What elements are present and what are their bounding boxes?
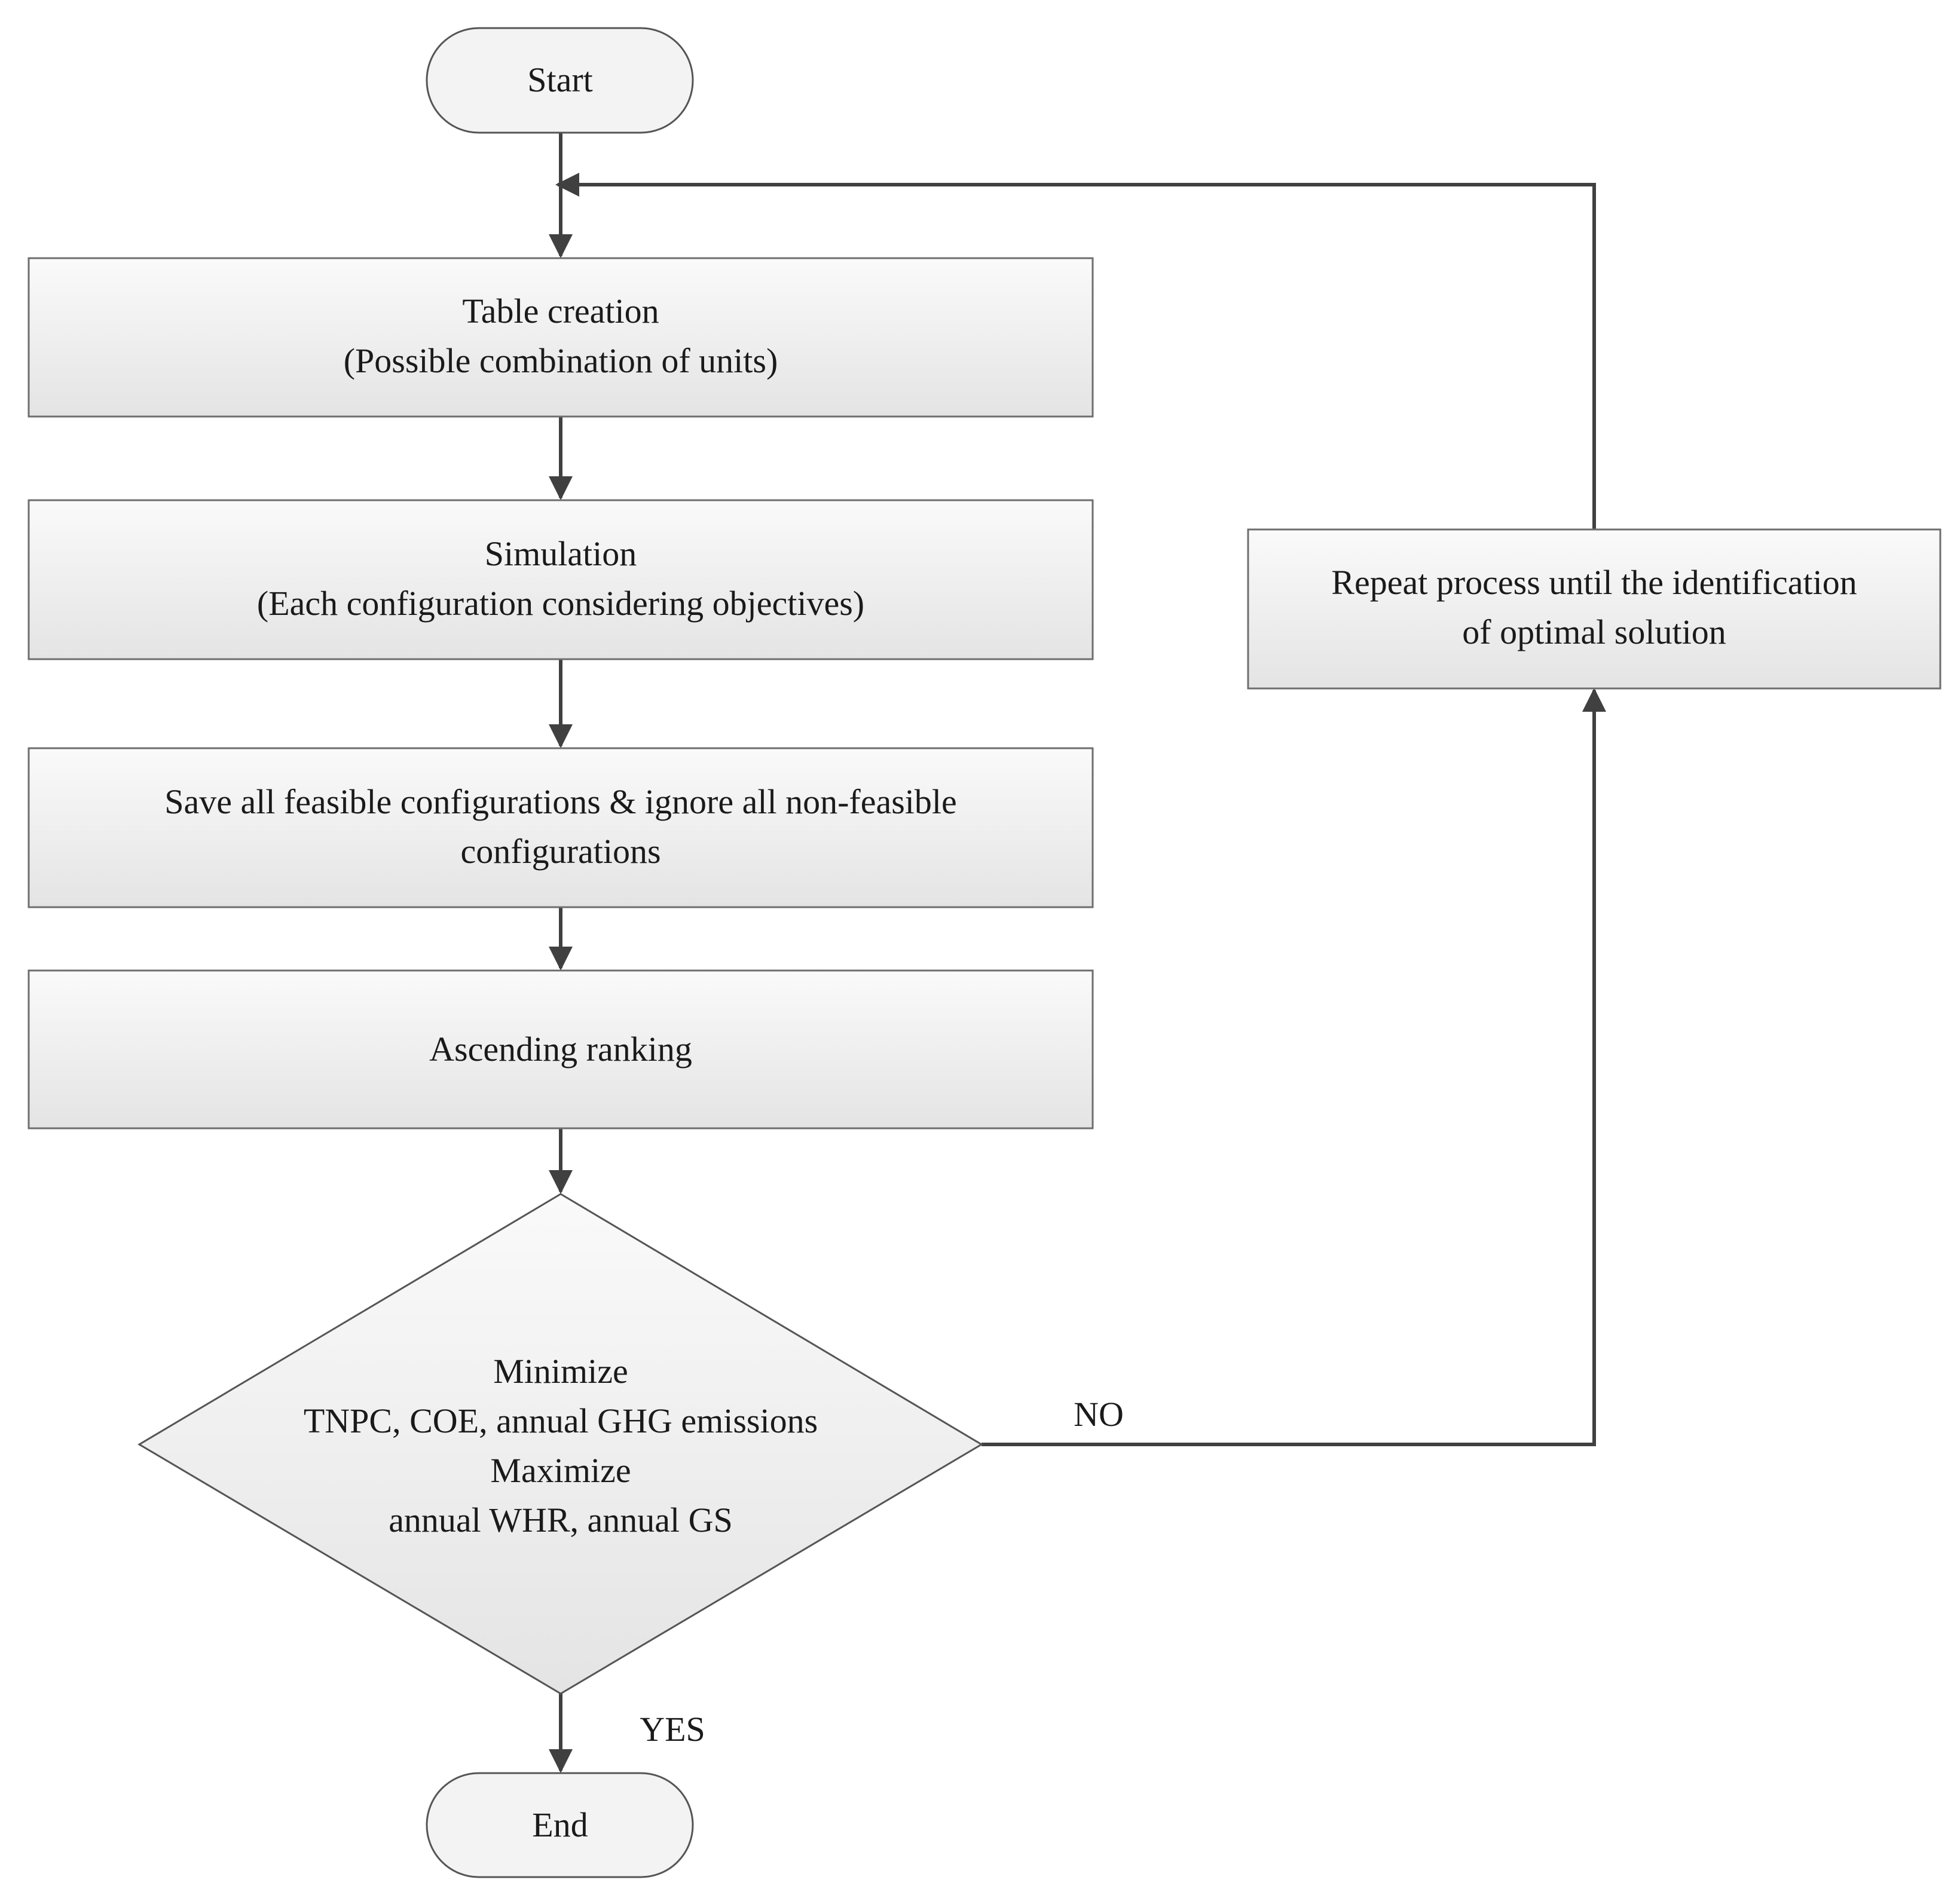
repeat-process-line-2: of optimal solution (1462, 613, 1726, 651)
decision-line-minimize-targets: TNPC, COE, annual GHG emissions (304, 1401, 818, 1440)
no-branch-label: NO (1074, 1395, 1124, 1434)
simulation-shape (27, 499, 1094, 660)
simulation-node: Simulation (Each configuration consideri… (27, 499, 1094, 660)
table-creation-shape (27, 257, 1094, 418)
simulation-title: Simulation (485, 534, 637, 573)
end-label: End (532, 1805, 588, 1844)
save-feasible-node: Save all feasible configurations & ignor… (27, 747, 1094, 908)
decision-line-minimize: Minimize (493, 1352, 628, 1391)
save-feasible-line-1: Save all feasible configurations & ignor… (164, 782, 957, 821)
repeat-process-shape (1247, 528, 1941, 690)
decision-shape (137, 1193, 983, 1695)
table-creation-node: Table creation (Possible combination of … (27, 257, 1094, 418)
start-node: Start (426, 27, 694, 134)
end-node: End (426, 1772, 694, 1878)
yes-branch-label: YES (640, 1710, 705, 1749)
save-feasible-shape (27, 747, 1094, 908)
edges (549, 133, 1606, 1773)
save-feasible-line-2: configurations (460, 832, 661, 871)
decision-line-maximize: Maximize (490, 1451, 631, 1490)
start-label: Start (527, 60, 593, 99)
repeat-process-line-1: Repeat process until the identification (1331, 563, 1857, 602)
decision-line-maximize-targets: annual WHR, annual GS (389, 1501, 733, 1539)
start-shape (426, 27, 694, 134)
ascending-ranking-label: Ascending ranking (429, 1030, 692, 1069)
table-creation-title: Table creation (462, 292, 659, 330)
simulation-subtitle: (Each configuration considering objectiv… (257, 584, 864, 623)
ascending-ranking-node: Ascending ranking (27, 969, 1094, 1129)
decision-node: Minimize TNPC, COE, annual GHG emissions… (137, 1193, 983, 1695)
ascending-ranking-shape (27, 969, 1094, 1129)
edge-repeat-to-loop (555, 173, 1596, 529)
end-shape (426, 1772, 694, 1878)
table-creation-subtitle: (Possible combination of units) (344, 341, 778, 380)
edge-decision-no-to-repeat (981, 688, 1606, 1446)
repeat-process-node: Repeat process until the identification … (1247, 528, 1941, 690)
